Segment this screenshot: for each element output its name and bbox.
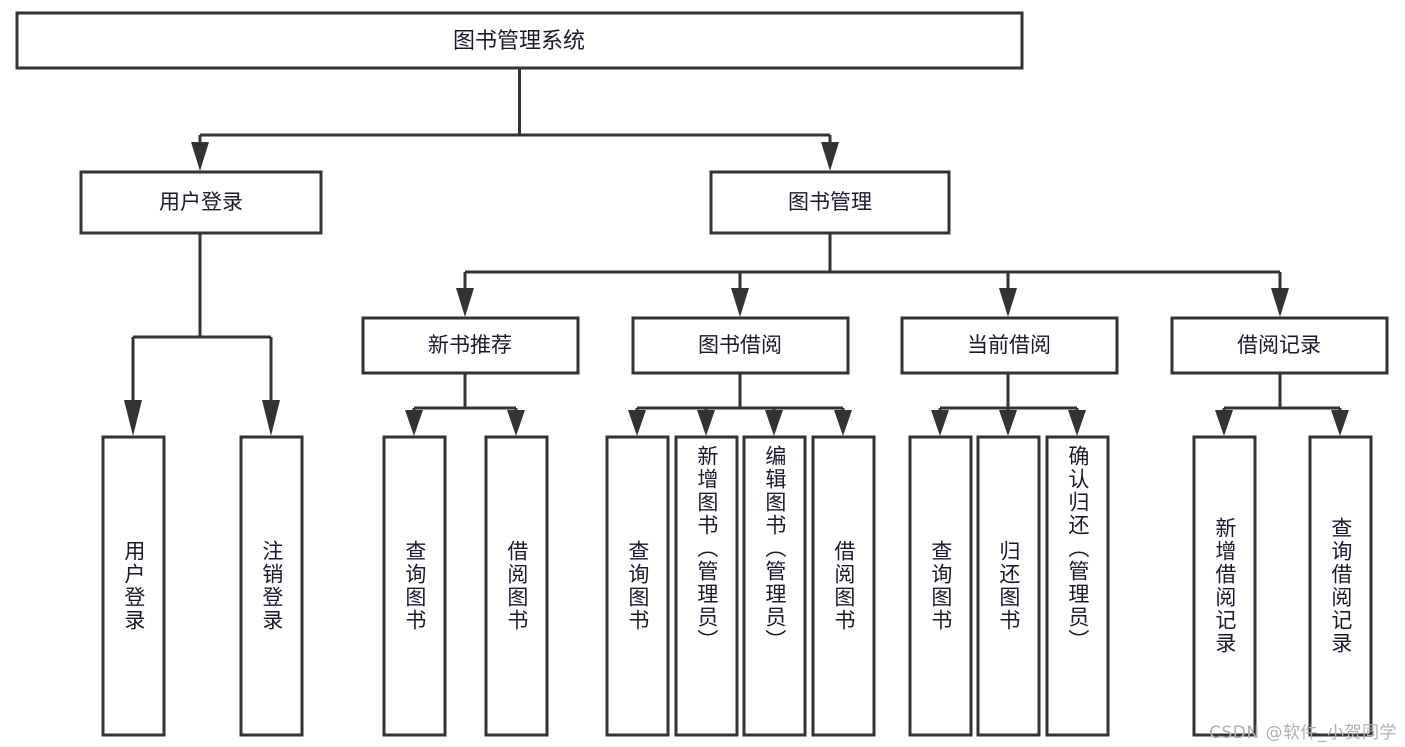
node-leaf13-box[interactable]: [1308, 435, 1373, 737]
node-root-box[interactable]: [15, 11, 1024, 70]
node-leaf11-box[interactable]: [1045, 435, 1110, 737]
node-root[interactable]: 图书管理系统: [15, 11, 1024, 70]
arrow-records-to-leaf13: [1331, 410, 1349, 436]
node-bookmgmt-label: 图书管理: [788, 190, 872, 214]
node-current[interactable]: 当前借阅: [900, 316, 1119, 375]
node-leaf8-box[interactable]: [811, 435, 876, 737]
arrow-borrow-to-leaf6: [697, 410, 715, 436]
node-login-label: 用户登录: [159, 190, 243, 214]
node-leaf6-box[interactable]: [674, 435, 739, 737]
node-current-label: 当前借阅: [967, 333, 1051, 357]
node-leaf2-box[interactable]: [239, 435, 304, 737]
arrow-bookmgmt-to-newbook: [456, 288, 474, 317]
node-newbook[interactable]: 新书推荐: [361, 316, 580, 375]
arrow-bookmgmt-to-current: [999, 288, 1017, 317]
arrow-root-to-login: [191, 142, 209, 171]
arrow-borrow-to-leaf7: [765, 410, 783, 436]
node-bookmgmt[interactable]: 图书管理: [709, 170, 951, 235]
arrow-borrow-to-leaf5: [628, 410, 646, 436]
arrow-records-to-leaf12: [1215, 410, 1233, 436]
node-root-label: 图书管理系统: [453, 29, 585, 54]
node-newbook-label: 新书推荐: [428, 333, 512, 357]
arrow-borrow-to-leaf8: [834, 410, 852, 436]
node-leaf12-box[interactable]: [1192, 435, 1257, 737]
arrow-current-to-leaf10: [999, 410, 1017, 436]
node-leaf10-box[interactable]: [976, 435, 1041, 737]
node-leaf5-box[interactable]: [605, 435, 670, 737]
node-records[interactable]: 借阅记录: [1170, 316, 1389, 375]
arrow-root-to-bookmgmt: [821, 142, 839, 171]
node-records-box[interactable]: [1170, 316, 1389, 375]
arrow-login-to-leaf1: [124, 400, 142, 436]
node-records-label: 借阅记录: [1237, 333, 1321, 357]
arrow-bookmgmt-to-records: [1271, 288, 1289, 317]
node-login-box[interactable]: [79, 170, 323, 235]
connector-layer: [124, 68, 1349, 436]
node-leaf3-box[interactable]: [382, 435, 447, 737]
arrow-newbook-to-leaf3: [405, 410, 423, 436]
node-current-box[interactable]: [900, 316, 1119, 375]
arrow-bookmgmt-to-borrow: [731, 288, 749, 317]
node-borrow-box[interactable]: [631, 316, 850, 375]
node-bookmgmt-box[interactable]: [709, 170, 951, 235]
node-leaf7-box[interactable]: [742, 435, 807, 737]
arrow-current-to-leaf9: [931, 410, 949, 436]
node-borrow-label: 图书借阅: [698, 333, 782, 357]
node-leaf4-box[interactable]: [484, 435, 549, 737]
node-borrow[interactable]: 图书借阅: [631, 316, 850, 375]
csdn-watermark: CSDN @软件_小贺同学: [1209, 723, 1397, 743]
arrow-newbook-to-leaf4: [507, 410, 525, 436]
node-leaf9-box[interactable]: [908, 435, 973, 737]
leaf-boxes-layer: [101, 435, 1373, 737]
node-login[interactable]: 用户登录: [79, 170, 323, 235]
arrow-login-to-leaf2: [262, 400, 280, 436]
arrow-current-to-leaf11: [1068, 410, 1086, 436]
node-leaf1-box[interactable]: [101, 435, 166, 737]
node-newbook-box[interactable]: [361, 316, 580, 375]
